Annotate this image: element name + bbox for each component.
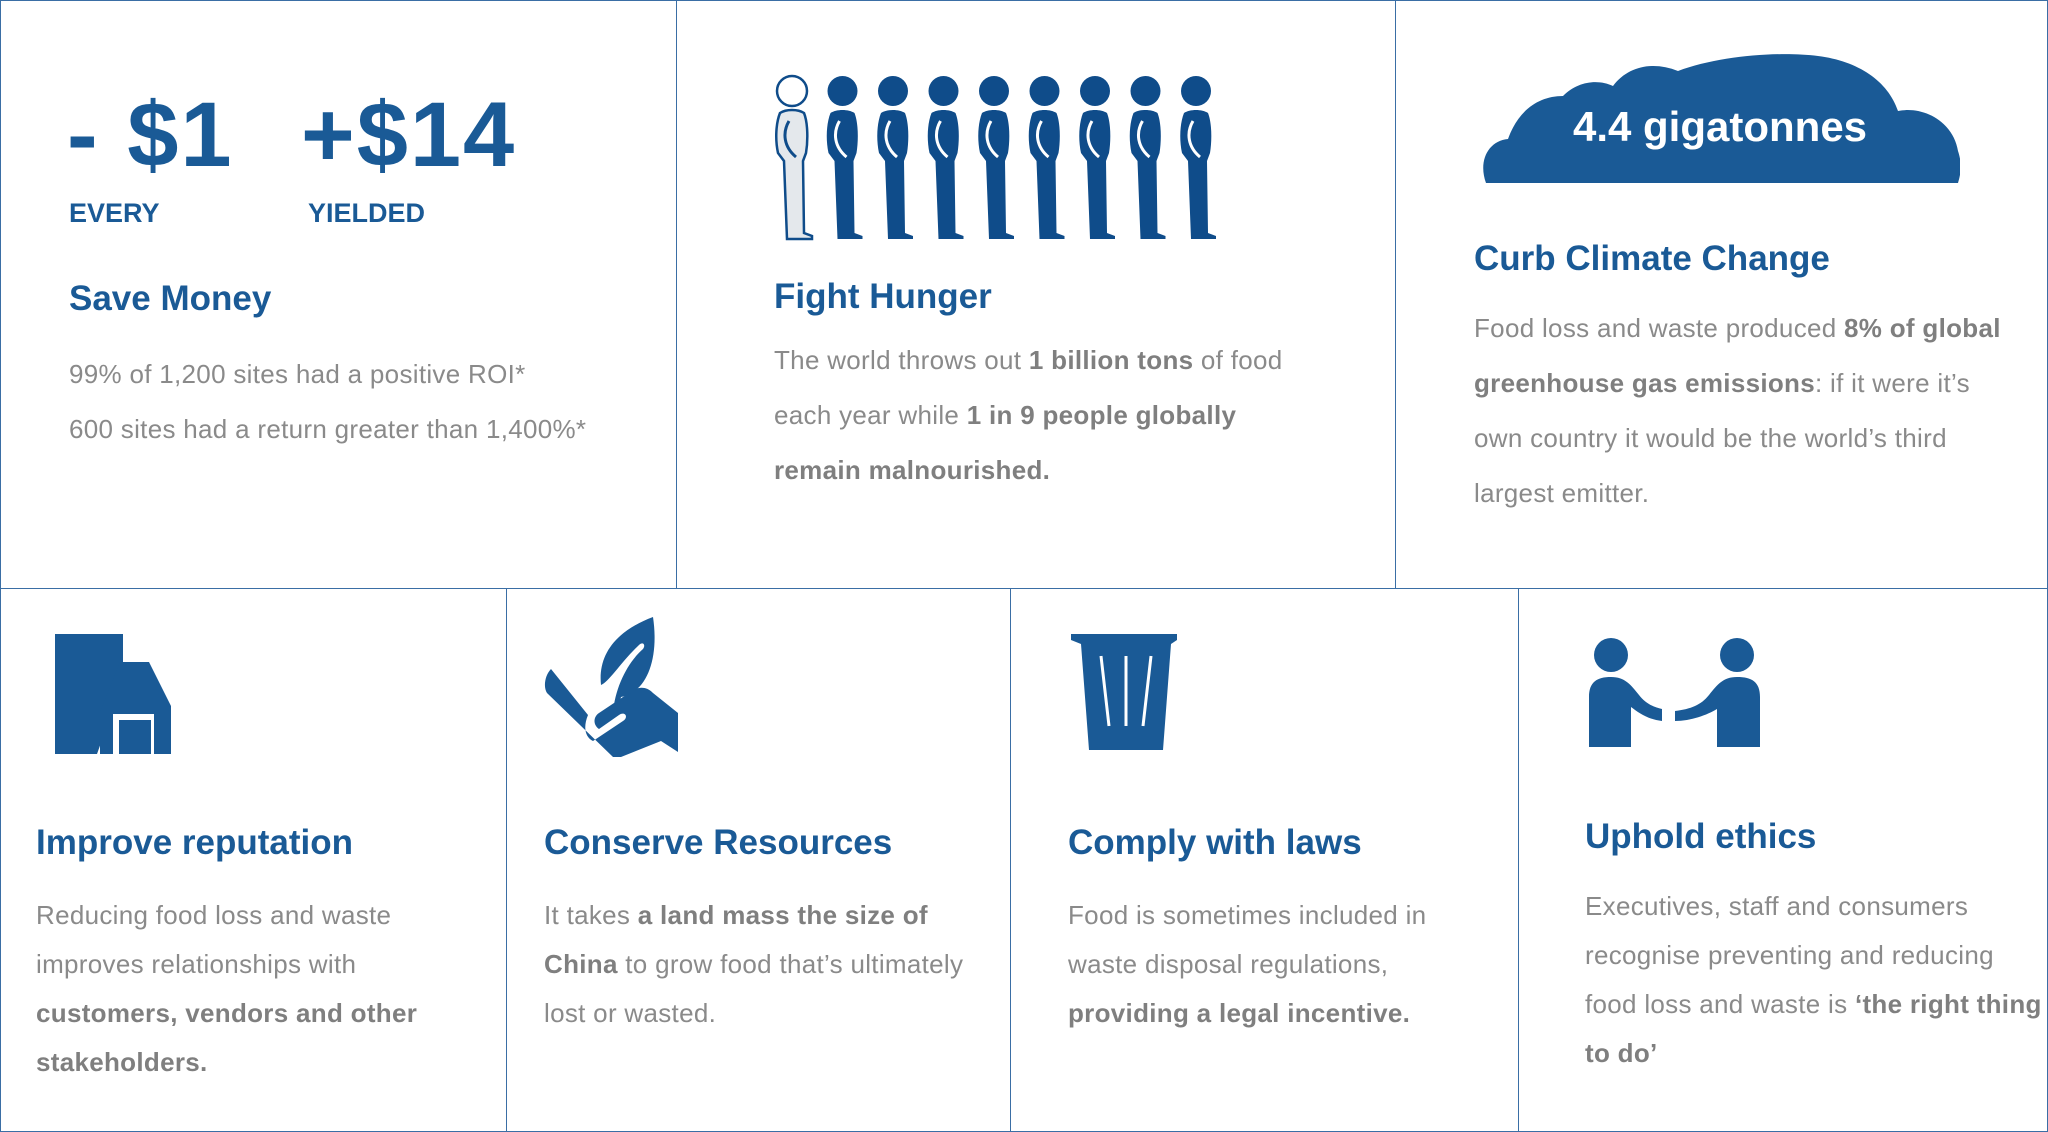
- cloud-icon: 4.4 gigatonnes: [1483, 54, 1960, 183]
- text: : if it were it’s own country it would b…: [1474, 368, 1970, 508]
- resources-panel: Conserve Resources It takes a land mass …: [506, 588, 1011, 1132]
- plus-label: YIELDED: [308, 198, 426, 228]
- text: of food each year while: [774, 345, 1283, 430]
- resources-body: It takes a land mass the size of China t…: [544, 891, 984, 1038]
- buildings-icon: [55, 634, 171, 754]
- cloud-text: 4.4 gigatonnes: [1573, 103, 1867, 150]
- resources-title: Conserve Resources: [544, 823, 893, 862]
- save-money-title: Save Money: [69, 279, 272, 318]
- person-figure: [775, 74, 814, 241]
- highlight: ‘the right thing to do’: [1585, 989, 2042, 1068]
- save-money-line: 99% of 1,200 sites had a positive ROI*: [69, 359, 526, 389]
- ethics-title: Uphold ethics: [1585, 817, 1817, 856]
- laws-body: Food is sometimes included in waste disp…: [1068, 891, 1498, 1038]
- person-figure: [1028, 76, 1065, 239]
- plus-value: +$14: [301, 84, 517, 186]
- reputation-panel: Improve reputation Reducing food loss an…: [0, 588, 507, 1132]
- save-money-panel: - $1 EVERY +$14 YIELDED Save Money 99% o…: [0, 0, 677, 589]
- fight-hunger-title: Fight Hunger: [774, 277, 992, 316]
- person-figure: [978, 76, 1014, 239]
- climate-title: Curb Climate Change: [1474, 239, 1830, 278]
- highlight: 1 in 9 people globally remain malnourish…: [774, 400, 1237, 485]
- highlight: 8% of global greenhouse gas emissions: [1474, 313, 2001, 398]
- fight-hunger-body: The world throws out 1 billion tons of f…: [774, 333, 1314, 498]
- laws-panel: Comply with laws Food is sometimes inclu…: [1010, 588, 1519, 1132]
- climate-body: Food loss and waste produced 8% of globa…: [1474, 301, 2019, 521]
- people-icon: [775, 74, 1216, 241]
- person-figure: [877, 76, 913, 239]
- text: Executives, staff and consumers recognis…: [1585, 891, 1994, 1019]
- highlight: providing a legal incentive.: [1068, 998, 1411, 1028]
- laws-title: Comply with laws: [1068, 823, 1362, 862]
- climate-panel: 4.4 gigatonnes Curb Climate Change Food …: [1395, 0, 2048, 589]
- text: Food is sometimes included in waste disp…: [1068, 900, 1427, 979]
- reputation-title: Improve reputation: [36, 823, 353, 862]
- ethics-body: Executives, staff and consumers recognis…: [1585, 882, 2045, 1078]
- person-figure: [1079, 76, 1115, 239]
- reputation-body: Reducing food loss and waste improves re…: [36, 891, 476, 1087]
- person-figure: [826, 76, 863, 239]
- text: to grow food that’s ultimately lost or w…: [544, 949, 964, 1028]
- text: The world throws out: [774, 345, 1029, 375]
- highlight: customers, vendors and other stakeholder…: [36, 998, 418, 1077]
- highlight: 1 billion tons: [1028, 345, 1194, 375]
- minus-value: - $1: [67, 84, 234, 186]
- trash-bin-icon: [1071, 634, 1177, 750]
- save-money-line: 600 sites had a return greater than 1,40…: [69, 414, 587, 444]
- text: Food loss and waste produced: [1474, 313, 1845, 343]
- person-figure: [1129, 76, 1166, 239]
- ethics-panel: Uphold ethics Executives, staff and cons…: [1518, 588, 2048, 1132]
- minus-label: EVERY: [69, 198, 160, 228]
- fight-hunger-panel: Fight Hunger The world throws out 1 bill…: [676, 0, 1396, 589]
- person-figure: [927, 76, 964, 239]
- hand-leaf-icon: [544, 617, 678, 757]
- handshake-icon: [1589, 638, 1760, 747]
- text: Reducing food loss and waste improves re…: [36, 900, 392, 979]
- person-figure: [1180, 76, 1216, 239]
- highlight: a land mass the size of China: [544, 900, 928, 979]
- text: It takes: [544, 900, 638, 930]
